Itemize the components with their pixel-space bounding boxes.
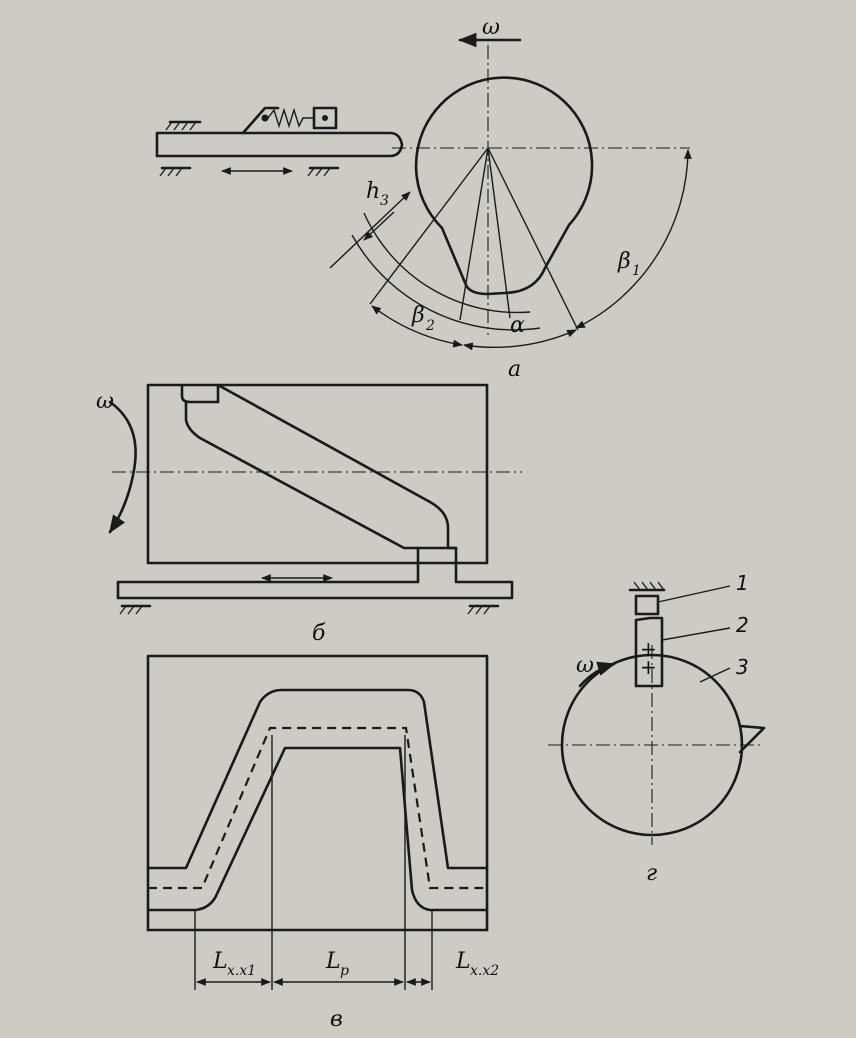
svg-text:3: 3: [380, 193, 389, 209]
callout-3: 3: [736, 655, 749, 679]
svg-text:x.x2: x.x2: [470, 963, 499, 979]
latch-pivot: [261, 114, 269, 122]
omega-rotation-arrow-b: [108, 400, 137, 534]
panel-v-label: в: [330, 1007, 343, 1032]
panel-g-disc-with-stop: ω + + 1 2 3 г: [548, 571, 766, 886]
spring-block: [312, 106, 338, 130]
Lxx2-label: L: [455, 949, 471, 974]
holder-1: [634, 594, 660, 616]
callout-1: 1: [736, 571, 749, 595]
spring: [267, 107, 313, 129]
panel-b-label: б: [312, 621, 326, 646]
omega-label-a: ω: [482, 15, 500, 40]
svg-text:p: p: [340, 963, 349, 979]
leader-2: [661, 627, 731, 641]
groove-inner-edge: [146, 746, 489, 912]
Lxx1-label: L: [212, 949, 228, 974]
groove-start-pocket: [180, 383, 220, 404]
beta2-label: β: [411, 303, 425, 328]
groove-outer-edge: [146, 688, 489, 870]
plus-mark-2: +: [640, 655, 657, 679]
panel-a-label: а: [508, 357, 521, 382]
ray-3: [487, 147, 511, 319]
callout-2: 2: [736, 613, 749, 637]
beta1-arc: [575, 149, 692, 329]
groove-centerline: [148, 726, 487, 890]
alpha-arc: [463, 329, 577, 351]
svg-text:1: 1: [632, 263, 641, 279]
h3-inner-arc: [363, 212, 531, 314]
panel-g-label: г: [646, 861, 657, 886]
cam-profile: [414, 76, 594, 296]
ray-2: [459, 147, 489, 321]
h3-label: h: [366, 179, 380, 204]
disc-dog: [738, 724, 766, 754]
panel-b-cylindrical-cam: ω б: [96, 383, 522, 646]
leader-1: [657, 585, 731, 603]
beta2-arc: [371, 305, 463, 348]
follower-rod: [155, 131, 404, 158]
groove-upper-edge: [216, 383, 458, 565]
follower-slide: [116, 561, 514, 600]
cylinder-outline: [146, 383, 489, 565]
svg-text:x.x1: x.x1: [227, 963, 256, 979]
latch-profile: [241, 106, 280, 135]
beta1-label: β: [617, 249, 631, 274]
leader-3: [699, 667, 731, 683]
svg-text:2: 2: [425, 318, 435, 334]
stop-block-2: [634, 616, 664, 688]
ray-4: [487, 147, 579, 331]
panel-v-groove-development: L x.x1 L p L x.x2 в: [146, 654, 499, 1032]
alpha-label: α: [510, 313, 525, 338]
omega-rotation-arrow-g: [578, 661, 616, 688]
development-outline: [146, 654, 489, 932]
omega-label-g: ω: [576, 653, 594, 678]
groove-lower-edge: [184, 400, 420, 565]
plus-mark-1: +: [640, 637, 657, 661]
omega-label-b: ω: [96, 389, 114, 414]
ray-1: [369, 147, 489, 305]
h3-dimension-arrow-in: [329, 191, 411, 269]
Lp-label: L: [325, 949, 341, 974]
h3-dimension-arrow-out: [363, 211, 395, 241]
panel-a-cam-mechanism: ω h 3 β 1 β 2 α а: [155, 15, 692, 382]
